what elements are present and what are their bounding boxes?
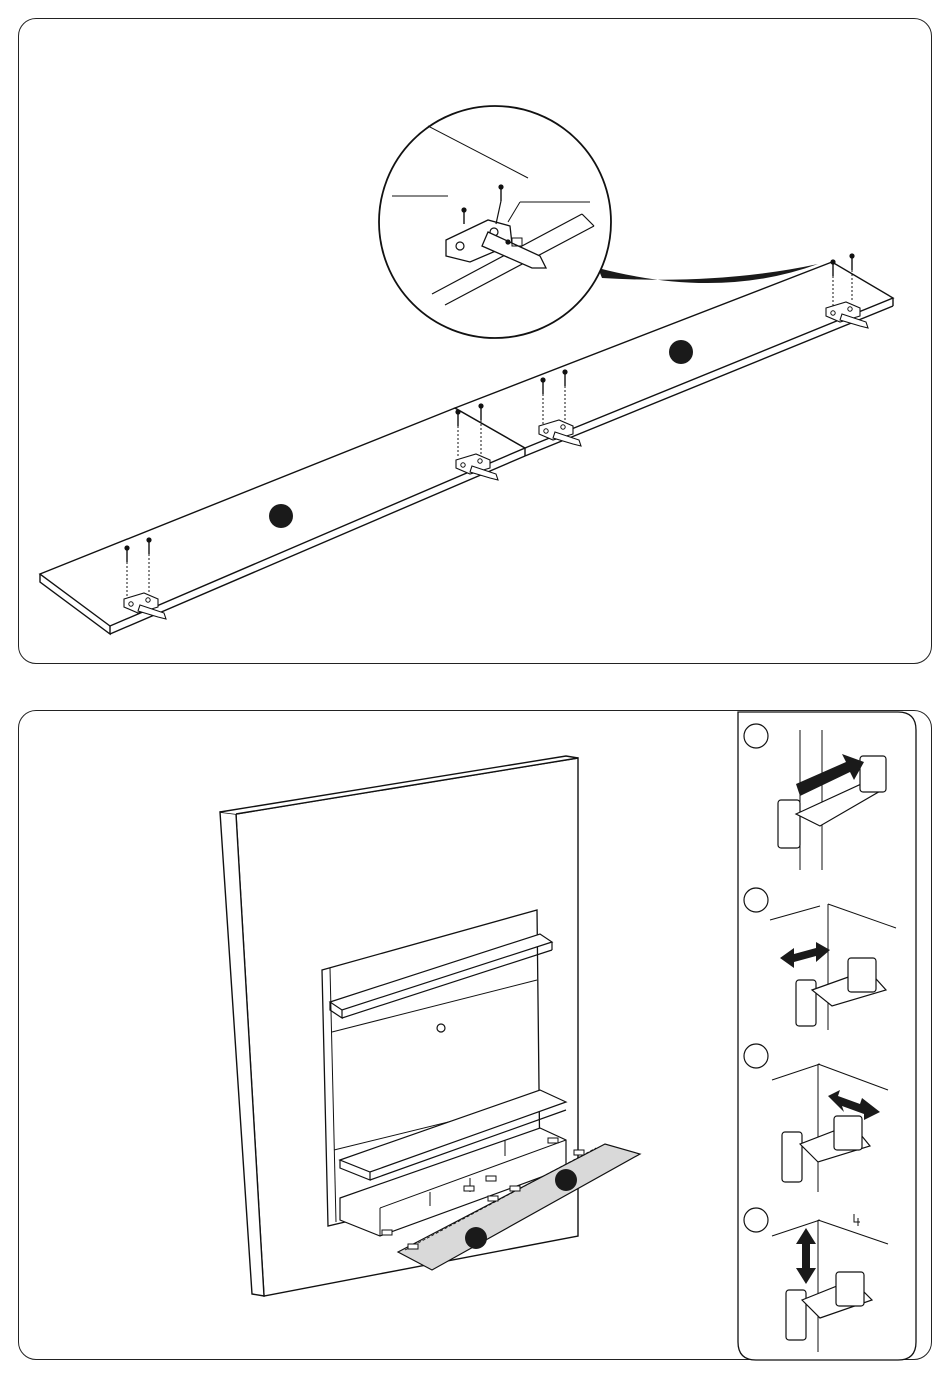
hinge-detail-magnifier [379, 106, 611, 338]
part-marker-drawer-b [555, 1169, 577, 1191]
part-marker-drawer-a [465, 1227, 487, 1249]
part-marker-board-a [269, 504, 293, 528]
part-marker-board-b [669, 340, 693, 364]
